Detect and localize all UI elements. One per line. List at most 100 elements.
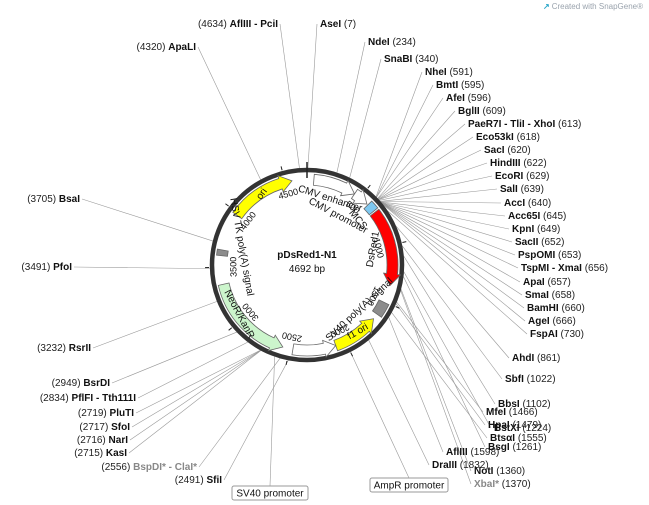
tick-mark [285, 360, 288, 365]
leader-line [381, 203, 523, 296]
site-label-draiii: DraIII (1832) [432, 460, 489, 471]
leader-line [376, 84, 434, 198]
tick-mark [225, 203, 229, 207]
leader-line [380, 188, 498, 202]
site-label-paer7i-tlii-xhoi: PaeR7I - TliI - XhoI (613) [468, 119, 581, 130]
site-label-sali: SalI (639) [500, 184, 544, 195]
site-label-bamhi: BamHI (660) [527, 303, 585, 314]
site-label-afei: AfeI (596) [446, 93, 491, 104]
site-label-bbsi: BbsI (1102) [498, 399, 551, 410]
feature-mcs [363, 200, 379, 216]
leader-line [378, 162, 488, 201]
boxed-label-ampr-promoter: AmpR promoter [374, 481, 445, 492]
site-label-asei: AseI (7) [320, 19, 356, 30]
feature-hsv-tk-poly-a-signal [216, 248, 229, 257]
leader-line [381, 202, 516, 256]
leader-line [380, 201, 506, 217]
leader-line [92, 301, 218, 349]
leader-line [378, 149, 482, 200]
leader-line [403, 255, 496, 405]
feature-ori [232, 174, 293, 220]
leader-line [368, 339, 430, 466]
leader-line [403, 276, 486, 448]
leader-line [131, 350, 261, 428]
site-label-kasi: (2715) KasI [74, 448, 127, 459]
site-label-acc65i: Acc65I (645) [508, 211, 566, 222]
site-label-ndei: NdeI (234) [368, 37, 416, 48]
leader-line [135, 349, 261, 414]
leader-line [380, 201, 502, 204]
site-label-pluti: (2719) PluTI [78, 408, 134, 419]
site-label-afliii: AflIII (1598) [446, 447, 499, 458]
feature-cmv-promoter [350, 188, 368, 205]
tick-mark [395, 306, 400, 309]
leader-line [377, 110, 456, 199]
site-label-kpni: KpnI (649) [512, 224, 560, 235]
site-label-mfei: MfeI (1466) [486, 407, 538, 418]
leader-line [387, 210, 528, 335]
leader-line [197, 46, 261, 180]
site-label-sbfi: SbfI (1022) [505, 374, 556, 385]
boxed-label-frame [369, 477, 449, 493]
site-label-apai: ApaI (657) [523, 277, 571, 288]
leader-line [307, 23, 318, 169]
feature-sv40-poly-a-signal [371, 299, 390, 318]
site-label-smai: SmaI (658) [525, 290, 575, 301]
tick-label: 4500 [277, 186, 299, 201]
site-label-sacii: SacII (652) [515, 237, 564, 248]
site-label-bglii: BglII (609) [458, 106, 506, 117]
leader-line [381, 202, 513, 243]
site-label-bspdi-clai-: (2556) BspDI* - ClaI* [101, 462, 197, 473]
site-label-sfoi: (2717) SfoI [79, 422, 130, 433]
leader-line [279, 23, 300, 169]
site-label-bsai: (3705) BsaI [27, 194, 80, 205]
tick-mark [350, 352, 354, 357]
leader-line [198, 358, 281, 468]
site-label-rsrii: (3232) RsrII [37, 343, 91, 354]
boxed-label-frame [231, 485, 309, 501]
leader-line [128, 350, 262, 454]
feature-neor-kanr [217, 282, 284, 352]
leader-line [382, 203, 526, 322]
site-label-sfii: (2491) SfiI [175, 475, 222, 486]
backbone-ring [209, 162, 405, 363]
site-label-bmti: BmtI (595) [436, 80, 484, 91]
leader-line [395, 303, 486, 426]
feature-dsred1 [369, 208, 402, 287]
snapgene-arrow-icon: ↗ [543, 2, 550, 11]
leader-line [350, 351, 410, 479]
feature-sv40-ori [291, 339, 337, 358]
leader-line [381, 202, 519, 269]
leader-line [81, 198, 214, 242]
boxed-label-sv40-promoter: SV40 promoter [236, 489, 304, 500]
site-label-apali: (4320) ApaLI [137, 42, 197, 53]
leader-line [391, 312, 488, 439]
site-label-bsgi: BsgI (1261) [488, 442, 541, 453]
leader-line [73, 266, 211, 269]
plasmid-size: 4692 bp [289, 264, 326, 275]
tick-mark [367, 184, 371, 189]
site-label-snabi: SnaBI (340) [384, 54, 438, 65]
leader-line [381, 202, 510, 230]
tick-mark [280, 166, 283, 171]
leader-line [396, 301, 484, 413]
site-label-hindiii: HindIII (622) [490, 158, 547, 169]
leader-line [349, 58, 382, 178]
site-label-hpai: HpaI (1479) [488, 420, 541, 431]
site-label-afliii-pcii: (4634) AflIII - PciI [198, 19, 278, 30]
feature-label-ori: ori [254, 186, 269, 201]
leader-line [336, 41, 366, 173]
site-labels: NheI (591)BmtI (595)AfeI (596)BglII (609… [21, 19, 608, 501]
site-label-xbai-: XbaI* (1370) [474, 479, 531, 490]
leader-line [375, 71, 423, 197]
tick-label: 1000 [371, 237, 385, 259]
site-label-saci: SacI (620) [484, 145, 531, 156]
site-label-noti: NotI (1360) [474, 466, 525, 477]
leader-line [269, 356, 275, 487]
leader-line [376, 97, 444, 198]
site-label-ecori: EcoRI (629) [495, 171, 549, 182]
leader-line [381, 203, 525, 309]
site-label-pspomi: PspOMI (653) [518, 250, 581, 261]
leader-line [111, 331, 238, 384]
